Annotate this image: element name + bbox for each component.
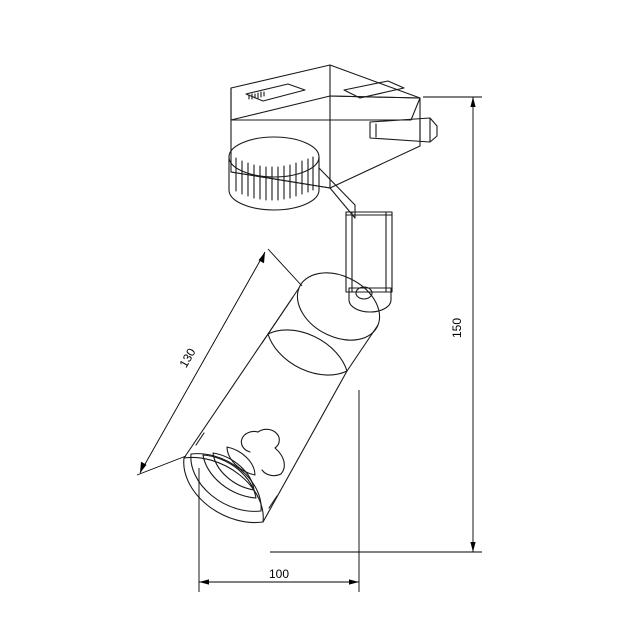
arm (345, 211, 393, 313)
dimension-lines (136, 96, 482, 592)
product-illustration (183, 64, 438, 524)
lamp-body (183, 272, 381, 524)
track-adapter (230, 64, 438, 189)
knurled-ring (228, 136, 356, 219)
dimension-label-width: 100 (269, 567, 289, 581)
dimension-length (136, 248, 303, 476)
dimension-height (270, 96, 482, 553)
dimension-label-length: 130 (176, 346, 198, 371)
dimension-width (198, 390, 360, 592)
reflector (202, 428, 285, 499)
dimension-labels: 150 130 100 (176, 318, 464, 581)
dimension-label-height: 150 (450, 318, 464, 338)
